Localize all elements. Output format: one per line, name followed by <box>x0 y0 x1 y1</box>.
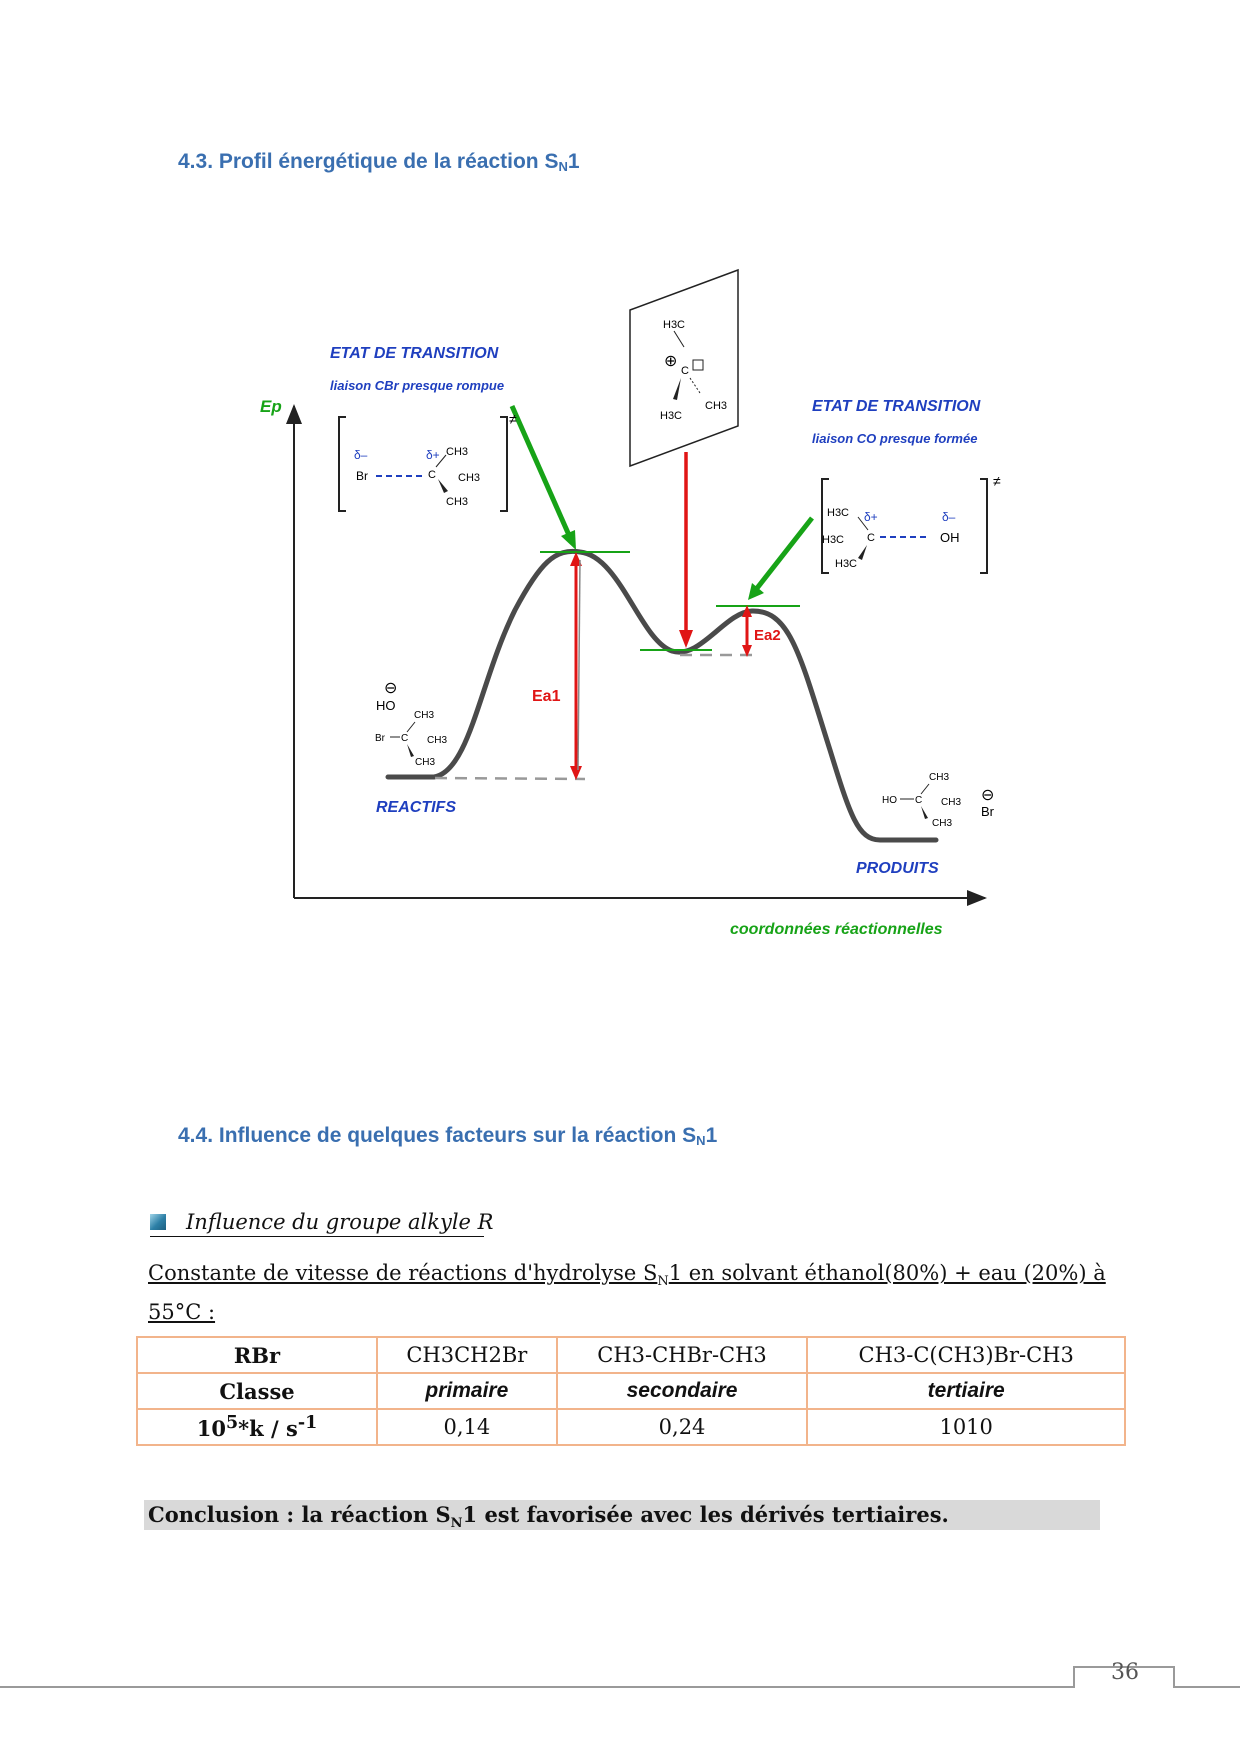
carbocation-plane <box>629 268 739 468</box>
ts2-title: ETAT DE TRANSITION <box>812 398 981 415</box>
ea1-label: Ea1 <box>532 688 561 705</box>
ts1-left-bracket <box>338 416 346 512</box>
energy-curve <box>385 548 939 843</box>
alkyl-influence-heading: Influence du groupe alkyle R <box>150 1210 493 1237</box>
ts1-ch3-right: CH3 <box>458 472 480 484</box>
products-br: Br <box>981 804 995 819</box>
ts2-right-bracket <box>980 478 988 574</box>
section-title-energy-profile: 4.3. Profil énergétique de la réaction S… <box>178 150 580 174</box>
reactants-carbon: C <box>401 733 408 744</box>
ts2-left-bracket <box>821 478 829 574</box>
ts1-delta-minus: δ– <box>354 448 368 462</box>
carbocation-empty-orbital <box>692 359 704 371</box>
reactants-minus: ⊖ <box>384 680 397 697</box>
table-row: 105*k / s-1 0,14 0,24 1010 <box>136 1408 1126 1446</box>
carbocation-carbon: C <box>681 365 689 377</box>
ts2-h3c-bottom: H3C <box>835 558 857 570</box>
products-carbon: C <box>915 795 922 806</box>
conclusion-box: Conclusion : la réaction SN1 est favoris… <box>144 1500 1100 1531</box>
x-axis-label: coordonnées réactionnelles <box>730 921 943 938</box>
reactants-br: Br <box>375 733 386 744</box>
reactants-label: REACTIFS <box>376 799 456 816</box>
heading-underline <box>150 1236 484 1237</box>
ts1-ch3-top: CH3 <box>446 446 468 458</box>
carbocation-h3c-bottom: H3C <box>660 410 682 422</box>
energy-profile-diagram: Ep coordonnées réactionnelles Ea1 Ea2 <box>260 268 1001 938</box>
table-row: Classe primaire secondaire tertiaire <box>136 1372 1126 1410</box>
ts1-delta-plus: δ+ <box>426 448 440 462</box>
carbocation-h3c-top: H3C <box>663 319 685 331</box>
table-cell: tertiaire <box>806 1372 1126 1410</box>
products-ho: HO <box>882 795 897 806</box>
ts2-oh: OH <box>940 530 960 545</box>
ea1-guide-line <box>577 559 581 771</box>
ts1-carbon: C <box>428 469 436 481</box>
reactants-ch3-bottom: CH3 <box>415 757 435 768</box>
ts1-br: Br <box>356 469 368 483</box>
ts1-double-dagger: ≠ <box>509 411 517 427</box>
ts1-title: ETAT DE TRANSITION <box>330 345 499 362</box>
products-ch3-bottom: CH3 <box>932 818 952 829</box>
table-cell: CH3-C(CH3)Br-CH3 <box>806 1336 1126 1374</box>
table-cell: CH3CH2Br <box>376 1336 558 1374</box>
carbocation-ch3: CH3 <box>705 400 727 412</box>
y-axis-label: Ep <box>260 397 282 416</box>
ts2-h3c-left: H3C <box>822 534 844 546</box>
page-number: 36 <box>1111 1660 1139 1685</box>
ts2-pointer-arrow <box>752 516 814 594</box>
footer-rule <box>0 1666 1240 1688</box>
table-row-head-k: 105*k / s-1 <box>136 1408 378 1446</box>
table-cell: secondaire <box>555 1372 809 1410</box>
reactant-baseline <box>434 776 586 781</box>
table-cell: 0,24 <box>555 1408 809 1446</box>
reactants-ch3-right: CH3 <box>427 735 447 746</box>
ts2-h3c-top: H3C <box>827 507 849 519</box>
table-cell: 1010 <box>806 1408 1126 1446</box>
ea2-arrow-head-top <box>742 605 752 617</box>
ts1-subtitle: liaison CBr presque rompue <box>330 378 504 393</box>
section-title-factors: 4.4. Influence de quelques facteurs sur … <box>178 1124 718 1148</box>
ea2-arrow-head-bottom <box>742 645 752 657</box>
ts2-carbon: C <box>867 532 875 544</box>
ea2-label: Ea2 <box>754 627 781 644</box>
table-row: RBr CH3CH2Br CH3-CHBr-CH3 CH3-C(CH3)Br-C… <box>136 1336 1126 1374</box>
products-minus: ⊖ <box>981 787 994 804</box>
table-cell: 0,14 <box>376 1408 558 1446</box>
table-row-head-rbr: RBr <box>136 1336 378 1374</box>
reactants-ho: HO <box>376 698 396 713</box>
reactants-ch3-top: CH3 <box>414 710 434 721</box>
carbocation-plus: ⊕ <box>664 353 677 370</box>
products-ch3-right: CH3 <box>941 797 961 808</box>
table-row-head-classe: Classe <box>136 1372 378 1410</box>
ts2-subtitle: liaison CO presque formée <box>812 431 977 446</box>
ts2-delta-minus: δ– <box>942 510 956 524</box>
table-cell: primaire <box>376 1372 558 1410</box>
ts2-delta-plus: δ+ <box>864 510 878 524</box>
ea1-arrow-head-top <box>570 552 582 566</box>
square-bullet-icon <box>150 1214 166 1230</box>
ea1-arrow-head-bottom <box>570 766 582 780</box>
products-ch3-top: CH3 <box>929 772 949 783</box>
products-label: PRODUITS <box>856 860 939 877</box>
rate-constant-intro: Constante de vitesse de réactions d'hydr… <box>148 1261 1106 1325</box>
rate-constant-table: RBr CH3CH2Br CH3-CHBr-CH3 CH3-C(CH3)Br-C… <box>136 1336 1126 1446</box>
ts1-right-bracket <box>500 416 508 512</box>
ts2-double-dagger: ≠ <box>993 473 1001 489</box>
ts1-pointer-arrow <box>509 404 575 544</box>
ts1-ch3-bottom: CH3 <box>446 496 468 508</box>
table-cell: CH3-CHBr-CH3 <box>555 1336 809 1374</box>
